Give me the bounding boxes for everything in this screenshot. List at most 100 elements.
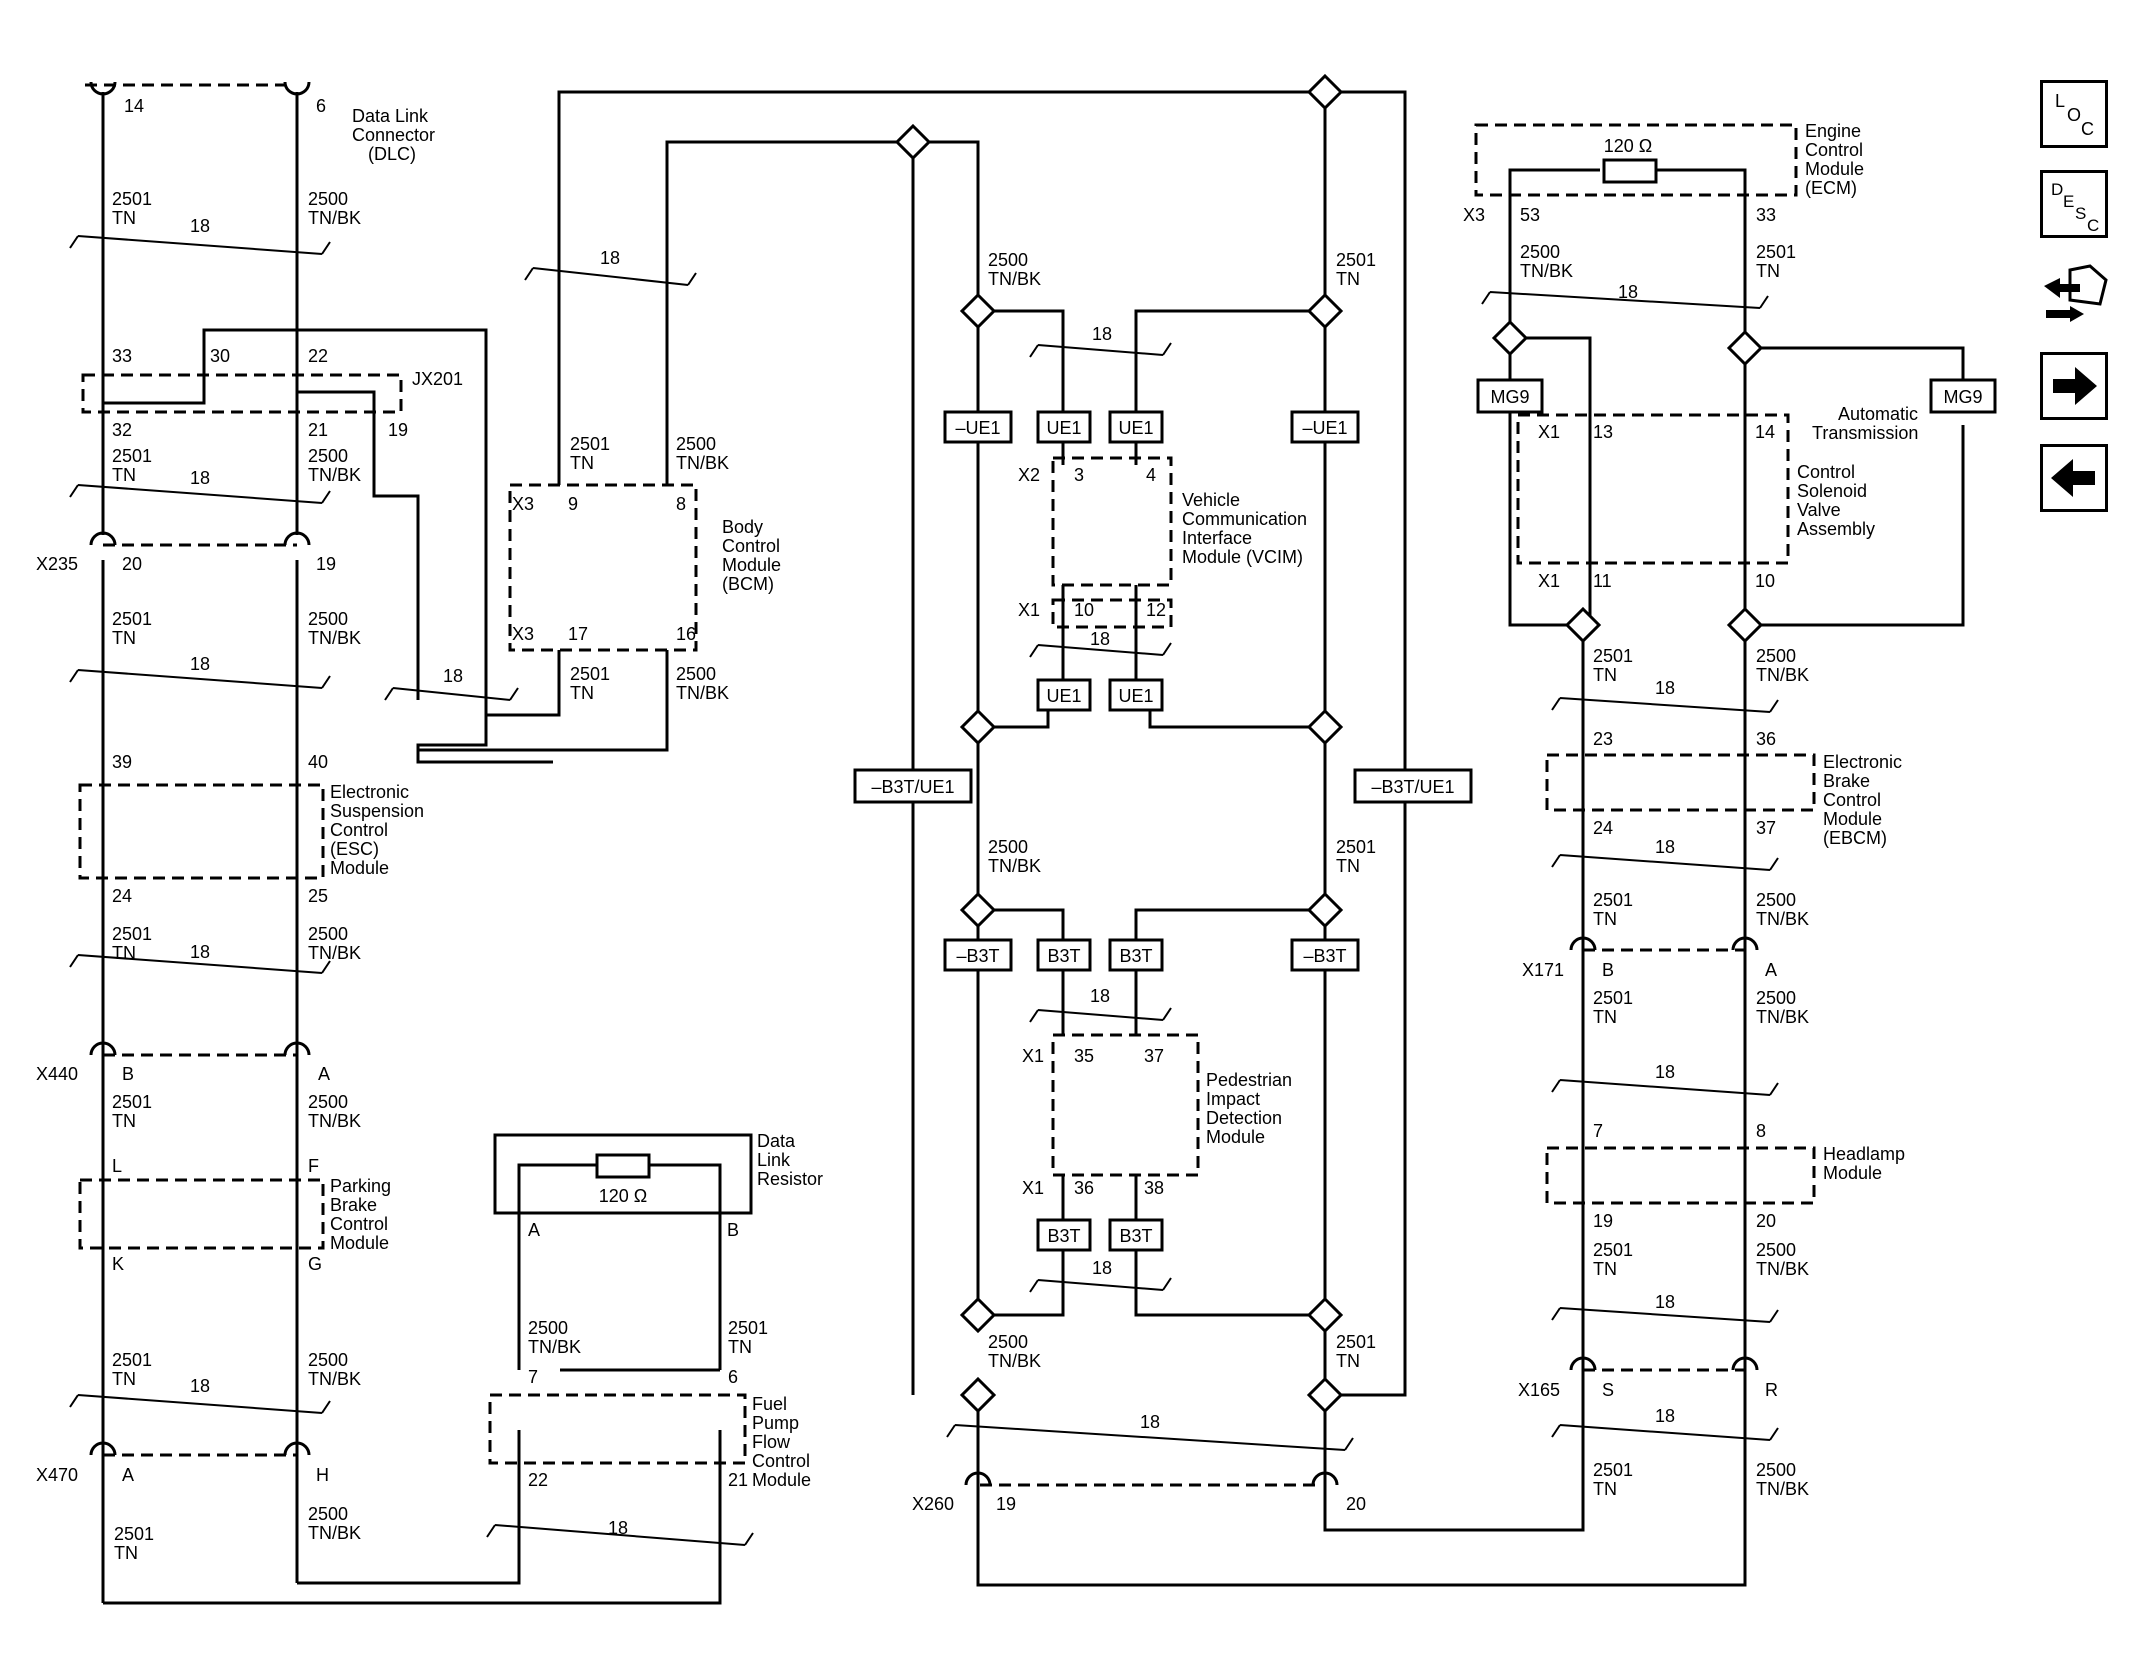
svg-text:TN/BK: TN/BK [988, 269, 1041, 289]
location-button[interactable]: L O C [2040, 80, 2108, 148]
connector-component-button[interactable] [2040, 258, 2110, 338]
svg-text:TN/BK: TN/BK [1756, 1259, 1809, 1279]
connector-label-jx201: JX201 [412, 369, 463, 389]
svg-text:TN: TN [1336, 269, 1360, 289]
svg-text:TN/BK: TN/BK [308, 943, 361, 963]
svg-text:16: 16 [676, 624, 696, 644]
svg-text:X1: X1 [1022, 1178, 1044, 1198]
svg-text:Control: Control [330, 820, 388, 840]
svg-text:2500: 2500 [988, 250, 1028, 270]
svg-text:B: B [122, 1064, 134, 1084]
svg-text:(DLC): (DLC) [368, 144, 416, 164]
svg-text:11: 11 [1593, 571, 1612, 591]
option-ue1: UE1 [1036, 678, 1092, 712]
svg-text:8: 8 [1756, 1121, 1766, 1141]
svg-text:UE1: UE1 [1118, 418, 1153, 438]
option-not-ue1-left: –UE1 [943, 410, 1013, 444]
svg-text:TN/BK: TN/BK [308, 1369, 361, 1389]
svg-text:Module: Module [1823, 1163, 1882, 1183]
svg-text:A: A [122, 1465, 134, 1485]
svg-text:TN/BK: TN/BK [676, 453, 729, 473]
previous-page-button[interactable] [2040, 444, 2108, 512]
option-b3t: B3T [1108, 1218, 1164, 1252]
svg-text:13: 13 [1593, 422, 1613, 442]
svg-text:18: 18 [190, 216, 210, 236]
svg-text:12: 12 [1146, 600, 1166, 620]
svg-text:Communication: Communication [1182, 509, 1307, 529]
svg-text:19: 19 [316, 554, 336, 574]
svg-text:18: 18 [1618, 282, 1638, 302]
loc-icon: L O C [2055, 91, 2094, 139]
svg-text:TN: TN [728, 1337, 752, 1357]
svg-text:TN: TN [1593, 665, 1617, 685]
svg-text:2500: 2500 [308, 446, 348, 466]
svg-text:2500: 2500 [676, 434, 716, 454]
svg-text:TN/BK: TN/BK [308, 1111, 361, 1131]
svg-text:TN/BK: TN/BK [1756, 1479, 1809, 1499]
svg-text:Suspension: Suspension [330, 801, 424, 821]
svg-text:C: C [2081, 119, 2094, 139]
svg-text:Module (VCIM): Module (VCIM) [1182, 547, 1303, 567]
svg-text:2501: 2501 [112, 1092, 152, 1112]
svg-text:–B3T: –B3T [956, 946, 999, 966]
svg-text:39: 39 [112, 752, 132, 772]
svg-text:2501: 2501 [1593, 890, 1633, 910]
svg-text:2501: 2501 [112, 189, 152, 209]
svg-text:7: 7 [528, 1367, 538, 1387]
svg-text:TN: TN [1593, 1007, 1617, 1027]
pin-label: 6 [316, 96, 326, 116]
svg-text:A: A [528, 1220, 540, 1240]
svg-text:Control: Control [1805, 140, 1863, 160]
svg-text:2500: 2500 [1756, 1460, 1796, 1480]
module-label-ebcm: Electronic [1823, 752, 1902, 772]
module-label-fuel-pump: Fuel [752, 1394, 787, 1414]
option-boxes: –UE1 UE1 UE1 –UE1 UE1 UE1 –B3T/UE1 –B3T/… [853, 378, 1997, 1252]
svg-text:2501: 2501 [570, 664, 610, 684]
module-label-valve: Control [1797, 462, 1855, 482]
svg-text:H: H [316, 1465, 329, 1485]
svg-text:2501: 2501 [728, 1318, 768, 1338]
svg-text:UE1: UE1 [1118, 686, 1153, 706]
svg-text:Detection: Detection [1206, 1108, 1282, 1128]
svg-text:Brake: Brake [330, 1195, 377, 1215]
module-label-ecm: Engine [1805, 121, 1861, 141]
svg-text:X1: X1 [1538, 571, 1560, 591]
svg-text:20: 20 [1346, 1494, 1366, 1514]
svg-text:F: F [308, 1156, 319, 1176]
svg-text:TN/BK: TN/BK [988, 1351, 1041, 1371]
svg-text:(ESC): (ESC) [330, 839, 379, 859]
option-ue1: UE1 [1108, 410, 1164, 444]
svg-text:18: 18 [190, 1376, 210, 1396]
module-label-pbcm: Parking [330, 1176, 391, 1196]
svg-text:18: 18 [1092, 1258, 1112, 1278]
svg-text:Control: Control [752, 1451, 810, 1471]
connector-label-x171: X171 [1522, 960, 1564, 980]
resistor-symbol [595, 1153, 651, 1179]
svg-text:TN: TN [112, 1369, 136, 1389]
option-not-b3t-right: –B3T [1290, 938, 1360, 972]
svg-text:Control: Control [330, 1214, 388, 1234]
svg-text:X3: X3 [1463, 205, 1485, 225]
svg-text:36: 36 [1756, 729, 1776, 749]
next-page-button[interactable] [2040, 352, 2108, 420]
svg-text:K: K [112, 1254, 124, 1274]
svg-text:–UE1: –UE1 [955, 418, 1000, 438]
svg-text:Brake: Brake [1823, 771, 1870, 791]
option-b3t: B3T [1108, 938, 1164, 972]
svg-text:Solenoid: Solenoid [1797, 481, 1867, 501]
svg-text:TN: TN [1593, 1259, 1617, 1279]
description-button[interactable]: D E S C [2040, 170, 2108, 238]
svg-text:10: 10 [1074, 600, 1094, 620]
svg-text:X3: X3 [512, 624, 534, 644]
module-label-vcim: Vehicle [1182, 490, 1240, 510]
svg-text:Module: Module [722, 555, 781, 575]
svg-text:A: A [318, 1064, 330, 1084]
svg-text:TN/BK: TN/BK [308, 465, 361, 485]
svg-text:2501: 2501 [112, 446, 152, 466]
svg-text:TN: TN [570, 683, 594, 703]
svg-text:3: 3 [1074, 465, 1084, 485]
module-label-esc: Electronic [330, 782, 409, 802]
option-not-b3t-ue1-left: –B3T/UE1 [853, 768, 973, 804]
wires [101, 90, 1965, 1605]
